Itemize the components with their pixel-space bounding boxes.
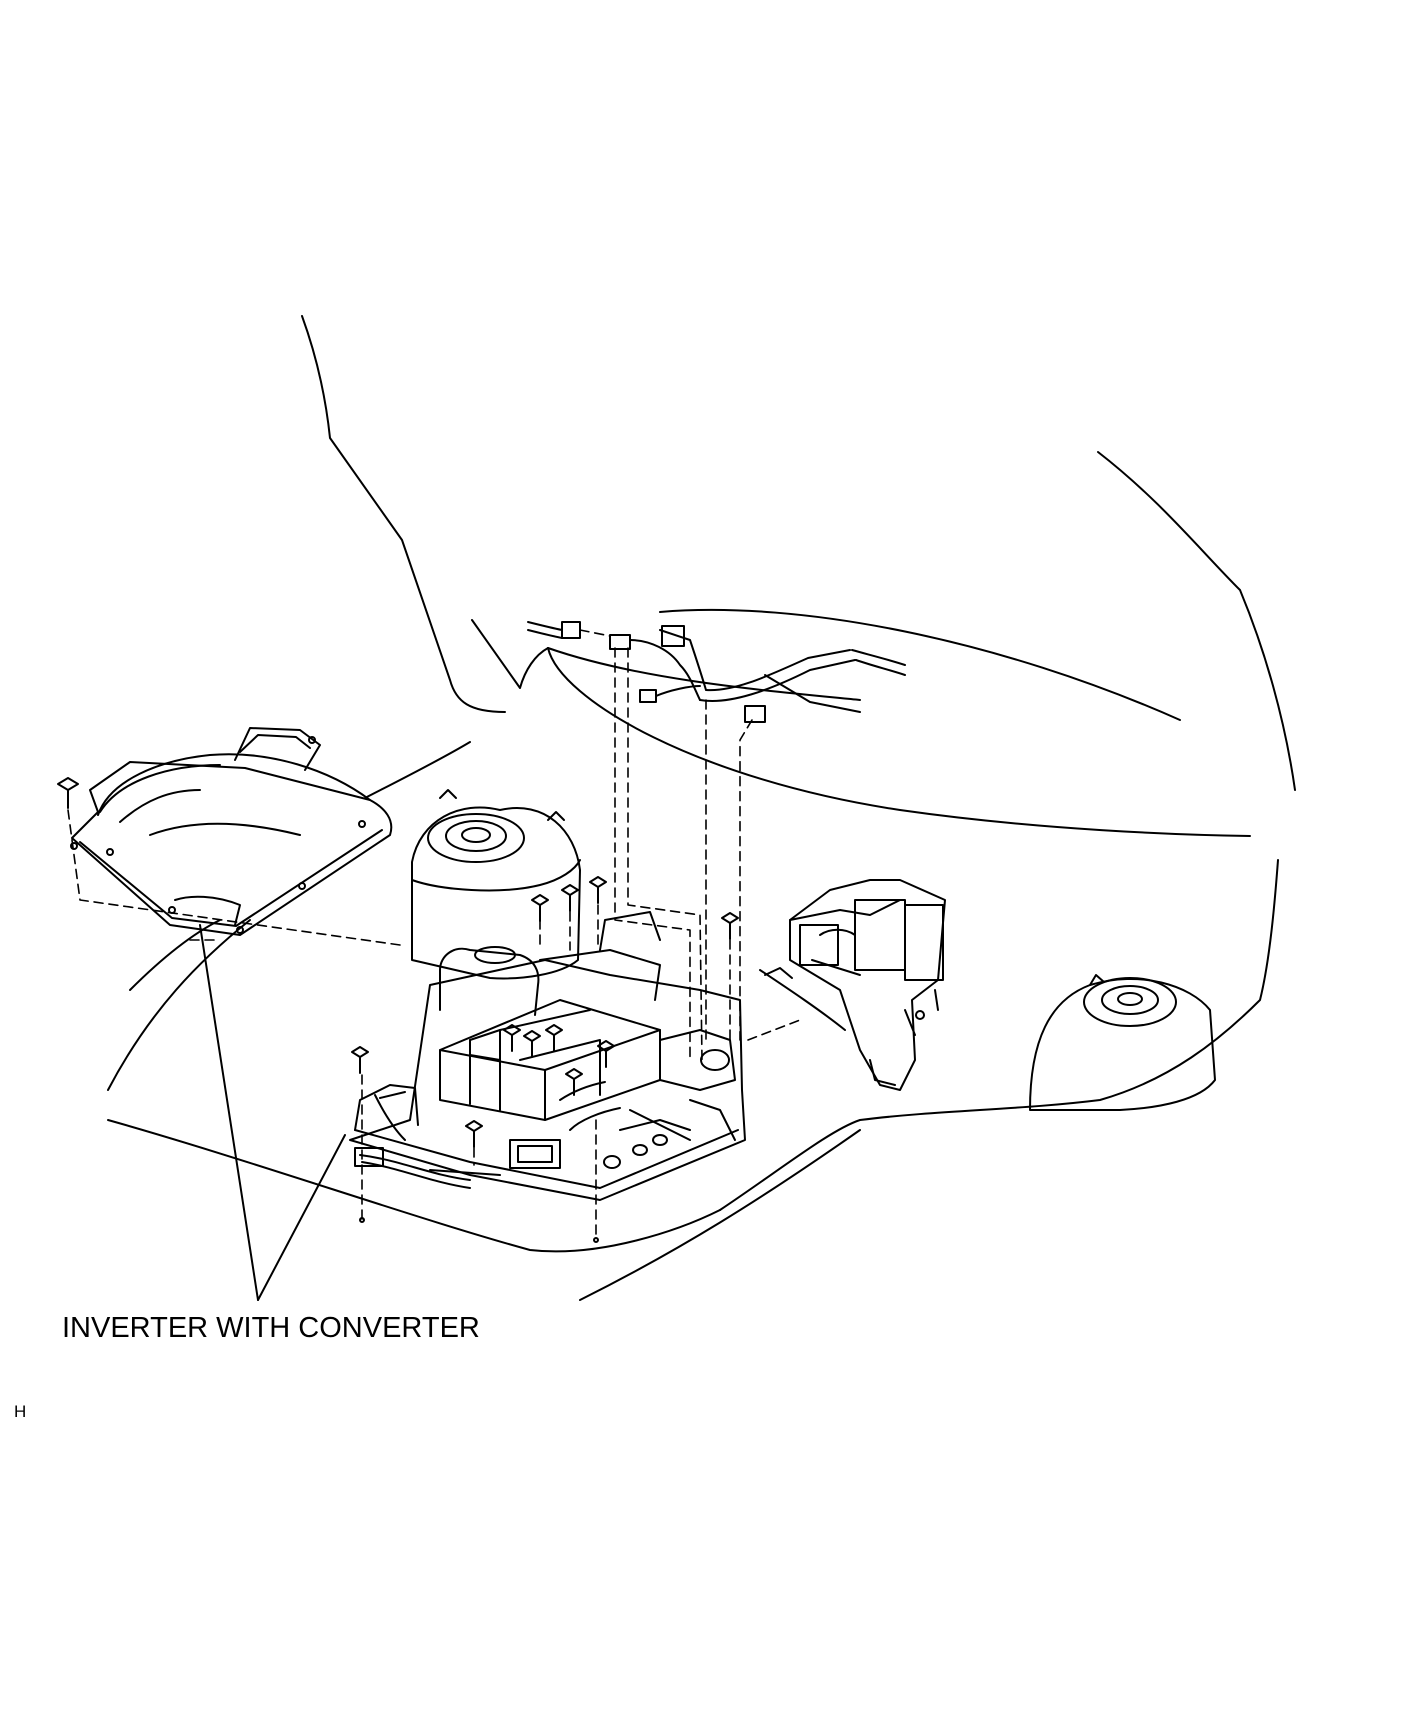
callout-label-inverter-with-converter: INVERTER WITH CONVERTER — [62, 1312, 480, 1344]
screw-markers — [359, 1217, 599, 1243]
callout-leader-lines — [199, 924, 346, 1301]
vehicle-body-outline — [107, 315, 1296, 1301]
corner-mark: H — [14, 1402, 27, 1421]
inverter-cover — [70, 727, 393, 936]
brake-actuator — [759, 879, 946, 1091]
bolts — [57, 777, 739, 1148]
strut-tower-left — [411, 789, 581, 980]
inverter-with-converter — [349, 911, 746, 1201]
alignment-lines — [67, 629, 801, 1241]
strut-tower-right — [1029, 974, 1216, 1111]
wire-harness — [527, 621, 906, 723]
